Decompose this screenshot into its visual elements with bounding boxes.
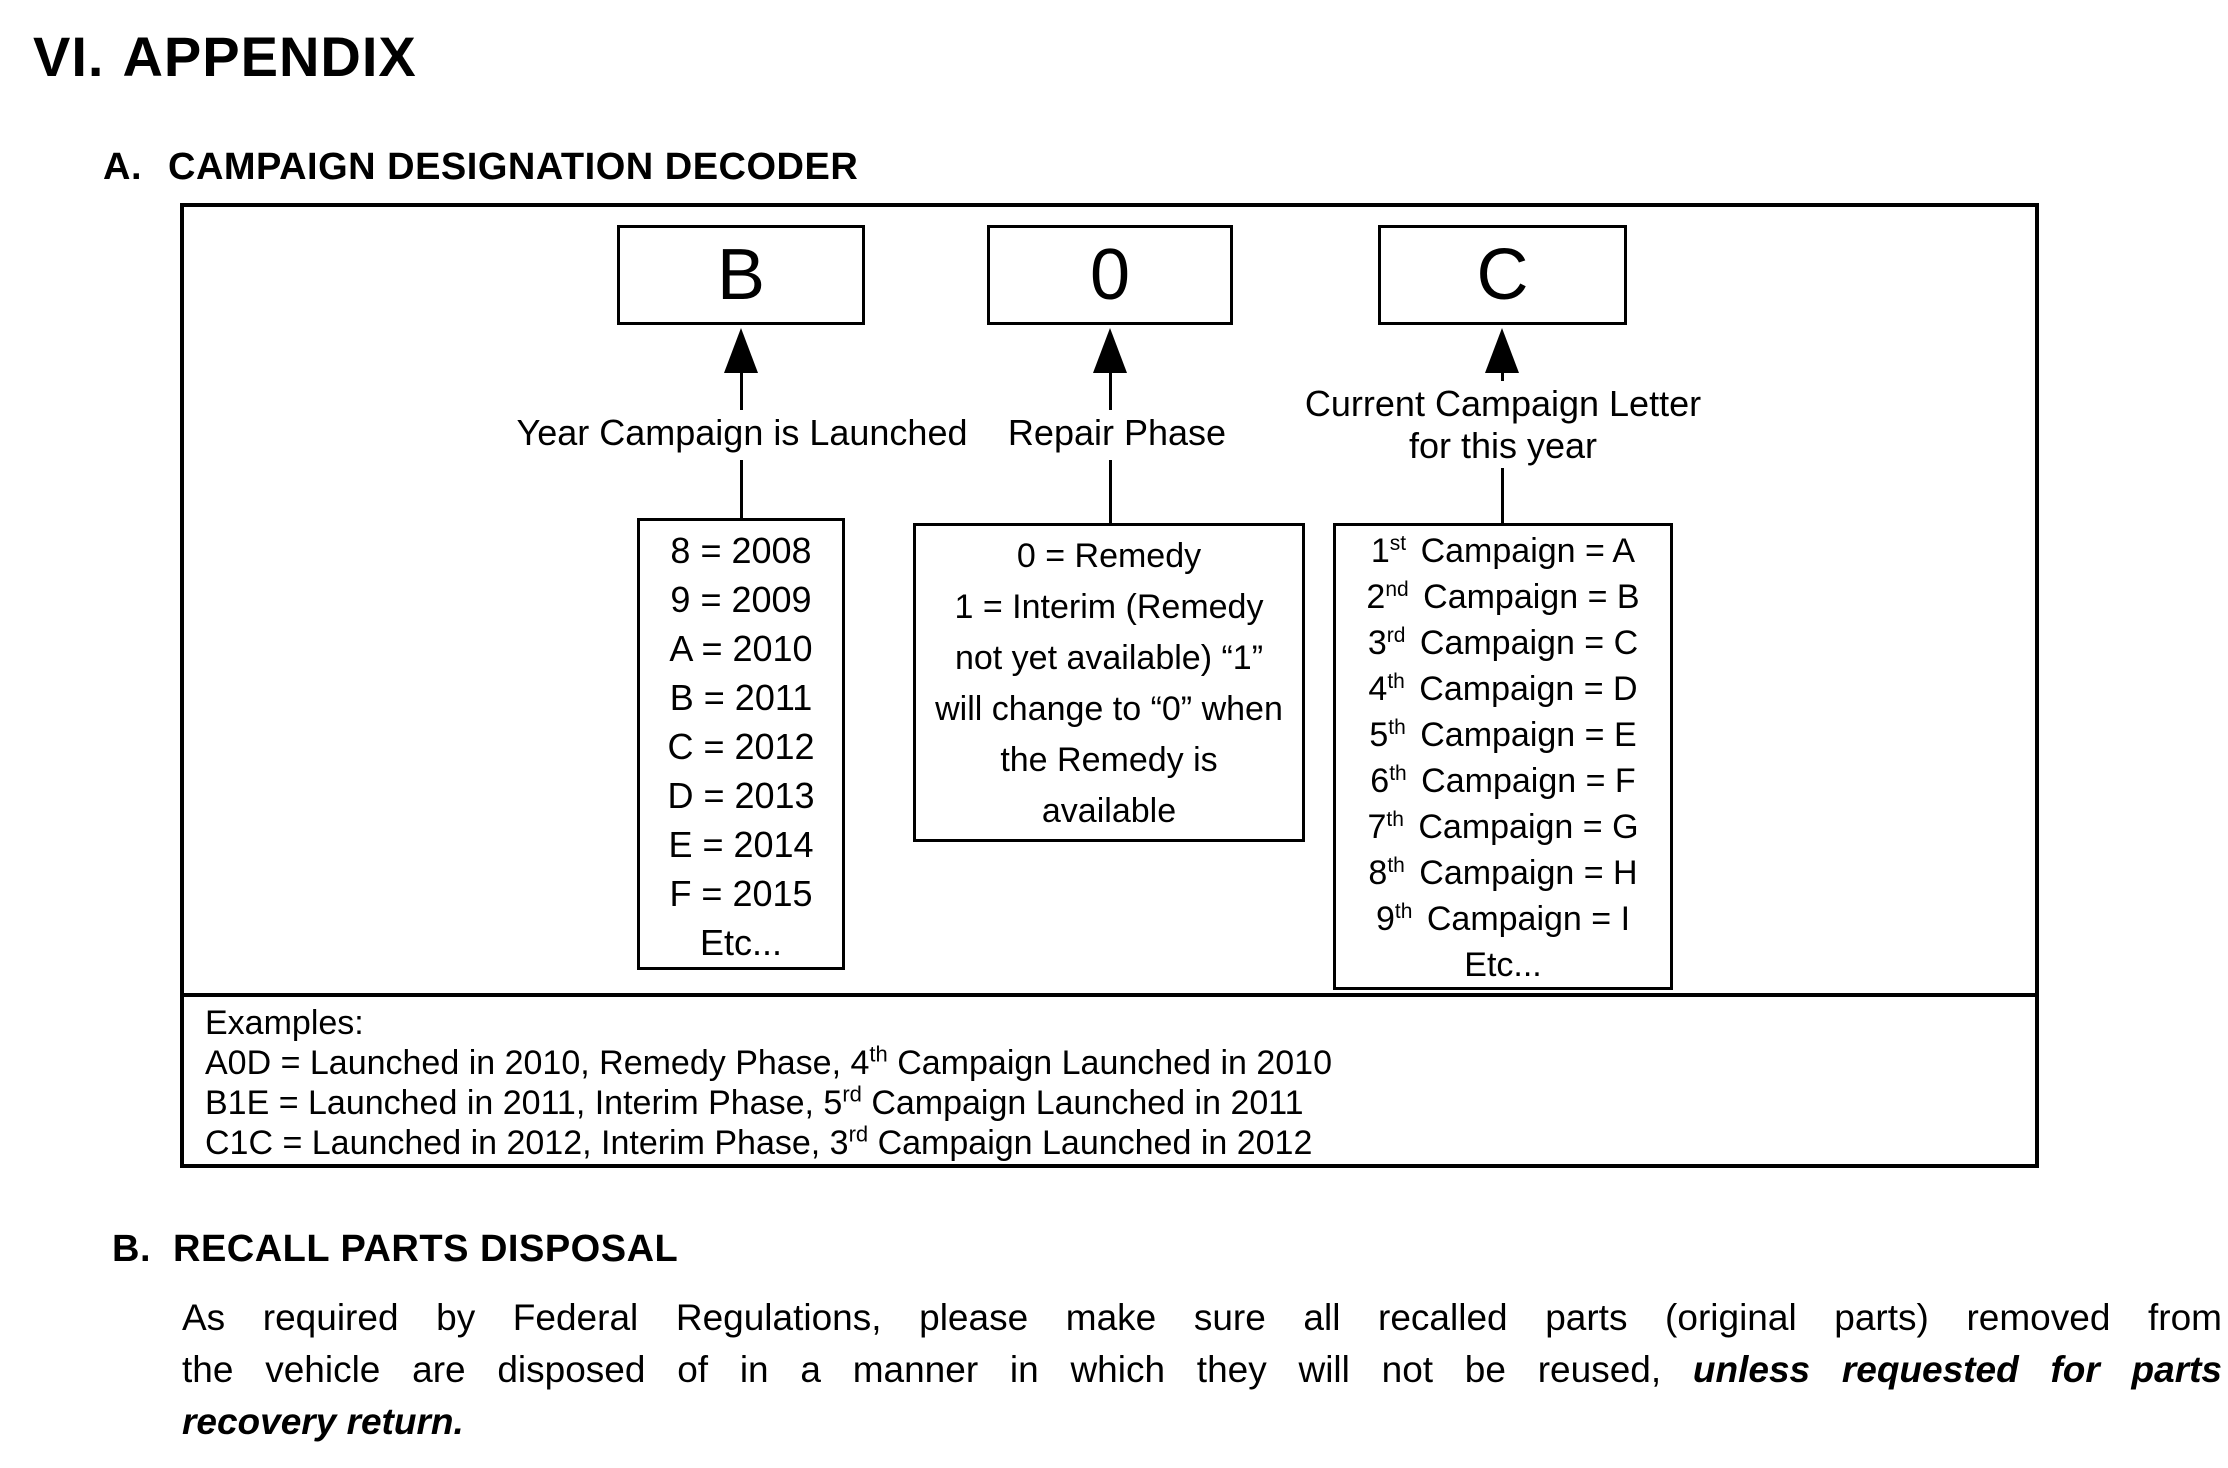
example-line: B1E = Launched in 2011, Interim Phase, 5… (205, 1081, 1304, 1122)
section-b-number: B. (112, 1228, 151, 1270)
arrow-up-icon (1093, 328, 1127, 373)
code-box-letter: C (1378, 225, 1627, 325)
paragraph-line: the vehicle are disposed of in a manner … (182, 1349, 2222, 1390)
campaign-legend-row: 3rd Campaign = C (1367, 623, 1639, 662)
page-title-number: VI. (33, 25, 105, 88)
ordinal-suffix: th (1394, 899, 1413, 923)
decoder-diagram-frame (180, 203, 2039, 1168)
examples-divider (180, 993, 2039, 997)
campaign-legend-row: 9th Campaign = I (1375, 899, 1631, 938)
section-a-number: A. (103, 146, 142, 188)
section-a-title: CAMPAIGN DESIGNATION DECODER (168, 146, 859, 188)
code-box-letter-char: C (1476, 235, 1529, 315)
year-legend-row: A = 2010 (669, 628, 813, 669)
year-legend-row: E = 2014 (668, 824, 814, 865)
campaign-legend-row: 4th Campaign = D (1368, 669, 1638, 708)
repair-legend-row: not yet available) “1” (954, 639, 1264, 677)
year-legend-row: 8 = 2008 (670, 530, 812, 571)
page-title-text: APPENDIX (122, 25, 417, 88)
repair-legend-box: 0 = Remedy 1 = Interim (Remedy not yet a… (913, 523, 1305, 842)
year-legend-row: D = 2013 (667, 775, 815, 816)
campaign-legend-box: 1st Campaign = A 2nd Campaign = B 3rd Ca… (1333, 523, 1673, 990)
campaign-legend-row: 8th Campaign = H (1368, 853, 1638, 892)
ordinal-suffix: th (1389, 761, 1407, 785)
example-line: C1C = Launched in 2012, Interim Phase, 3… (205, 1121, 1313, 1162)
examples-heading: Examples: (205, 1004, 364, 1042)
year-legend-row: F = 2015 (669, 873, 813, 914)
campaign-legend-row: 1st Campaign = A (1370, 531, 1636, 570)
recall-parts-paragraph: As required by Federal Regulations, plea… (182, 1292, 2222, 1448)
connector-line (740, 460, 743, 518)
section-b-title: RECALL PARTS DISPOSAL (173, 1228, 679, 1270)
campaign-legend-row: 6th Campaign = F (1370, 761, 1636, 800)
ordinal-suffix: th (1387, 669, 1405, 693)
label-current-campaign-line2: for this year (1408, 425, 1598, 466)
ordinal-suffix: th (1388, 715, 1406, 739)
repair-legend-row: 1 = Interim (Remedy (954, 588, 1264, 626)
connector-line (740, 370, 743, 410)
paragraph-line: As required by Federal Regulations, plea… (182, 1297, 2222, 1338)
campaign-legend-row: 7th Campaign = G (1367, 807, 1639, 846)
ordinal-suffix: nd (1385, 577, 1409, 601)
arrow-up-icon (724, 328, 758, 373)
campaign-legend-row: 2nd Campaign = B (1366, 577, 1640, 616)
code-box-year: B (617, 225, 865, 325)
year-legend-row: B = 2011 (669, 677, 813, 718)
emphasized-text: unless requested for parts (1692, 1349, 2222, 1390)
repair-legend-row: available (1041, 792, 1177, 830)
code-box-phase-char: 0 (1089, 235, 1131, 315)
ordinal-suffix: st (1389, 531, 1407, 555)
ordinal-suffix: th (869, 1041, 888, 1067)
ordinal-suffix: th (1387, 853, 1405, 877)
ordinal-suffix: th (1386, 807, 1404, 831)
label-year-campaign: Year Campaign is Launched (516, 412, 968, 453)
label-current-campaign-line1: Current Campaign Letter (1304, 383, 1702, 424)
paragraph-line: recovery return. (182, 1396, 2222, 1448)
year-legend-row: Etc... (699, 922, 783, 963)
label-current-campaign: Current Campaign Letter for this year (1305, 383, 1701, 467)
campaign-legend-row: 5th Campaign = E (1369, 715, 1637, 754)
emphasized-text: recovery return. (182, 1401, 464, 1442)
examples-section: Examples: A0D = Launched in 2010, Remedy… (205, 1003, 1332, 1163)
connector-line (1109, 460, 1112, 523)
ordinal-suffix: rd (848, 1121, 869, 1147)
section-b-heading: B. RECALL PARTS DISPOSAL (112, 1228, 678, 1271)
label-repair-phase: Repair Phase (1007, 412, 1227, 453)
repair-legend-row: 0 = Remedy (1016, 537, 1202, 575)
campaign-legend-etc: Etc... (1464, 946, 1542, 984)
repair-legend-row: the Remedy is (1000, 741, 1218, 779)
year-legend-row: C = 2012 (667, 726, 815, 767)
year-legend-box: 8 = 2008 9 = 2009 A = 2010 B = 2011 C = … (637, 518, 845, 970)
repair-legend-row: will change to “0” when (935, 690, 1283, 728)
code-box-phase: 0 (987, 225, 1233, 325)
example-line: A0D = Launched in 2010, Remedy Phase, 4t… (205, 1041, 1332, 1082)
connector-line (1501, 468, 1504, 523)
ordinal-suffix: rd (1386, 623, 1406, 647)
arrow-up-icon (1485, 328, 1519, 373)
ordinal-suffix: rd (842, 1081, 862, 1107)
year-legend-row: 9 = 2009 (670, 579, 812, 620)
code-box-year-char: B (716, 235, 766, 315)
connector-line (1501, 370, 1504, 381)
page-title: VI. APPENDIX (33, 24, 417, 89)
section-a-heading: A. CAMPAIGN DESIGNATION DECODER (103, 146, 858, 189)
connector-line (1109, 370, 1112, 410)
